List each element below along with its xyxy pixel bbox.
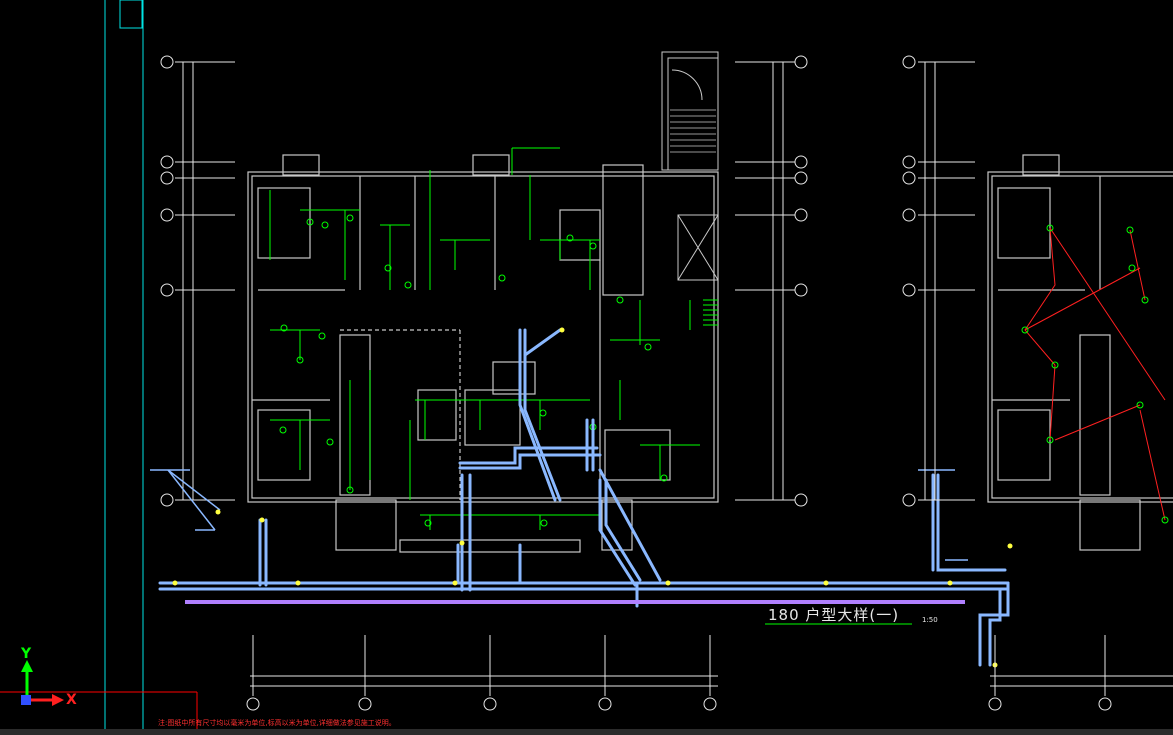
stair-treads [670, 109, 716, 153]
drawing-note: 注:图纸中所有尺寸均以毫米为单位,标高以米为单位,详细做法参见施工说明。 [158, 719, 396, 727]
left-axis-bubbles [160, 55, 174, 507]
ucs-y-label: Y [21, 646, 32, 662]
stair-core [661, 51, 719, 281]
right-vertical-dimension [902, 55, 975, 507]
plan-title-number: 180 [768, 606, 800, 624]
green-vent-grille [703, 299, 718, 326]
green-fixtures [279, 214, 668, 527]
title-block-corner [119, 0, 143, 29]
plan-title: 180 户型大样(一) [768, 604, 899, 625]
left-vertical-dimension [175, 61, 235, 501]
red-wiring [1024, 227, 1166, 521]
blue-duct-thin [150, 469, 968, 561]
ucs-icon [21, 660, 64, 706]
blue-ducts [158, 328, 1010, 667]
right-green-devices [1021, 224, 1169, 524]
left-plan-walls [247, 154, 719, 553]
duct-devices [172, 327, 1013, 668]
bottom-dimension [246, 635, 1173, 711]
status-bar [0, 729, 1173, 735]
right-plan-walls [987, 154, 1173, 551]
left-plan-right-dimension [735, 55, 808, 507]
ucs-x-label: X [66, 692, 77, 708]
plan-scale: 1:50 [922, 616, 938, 624]
green-pipework [269, 147, 700, 530]
plan-title-text: 户型大样(一) [805, 606, 900, 624]
